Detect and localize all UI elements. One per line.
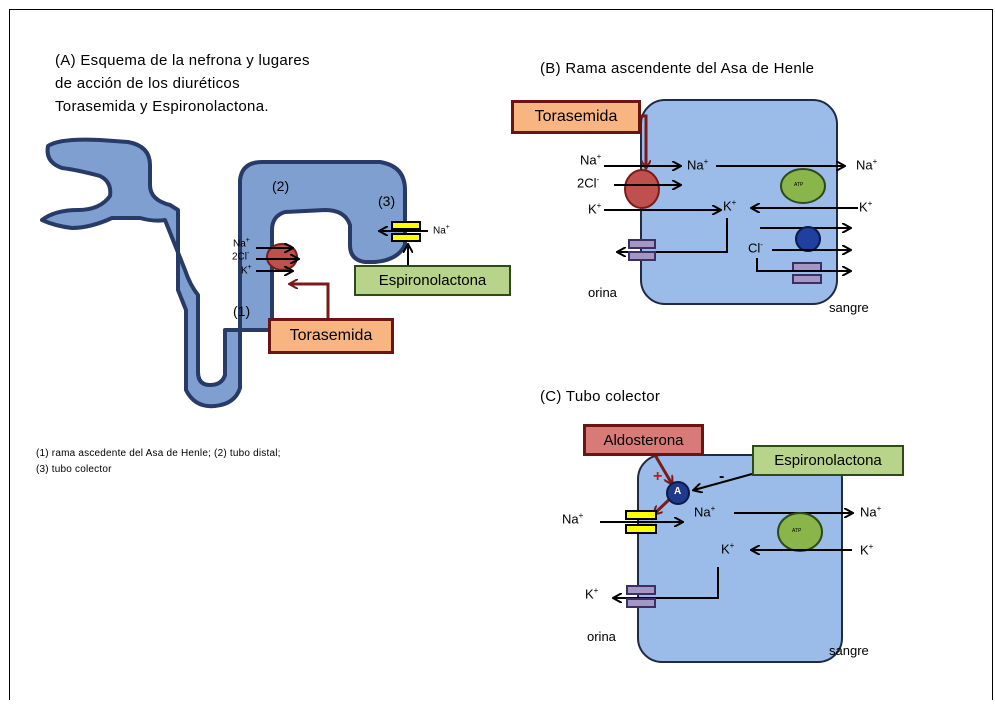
panel-a-torasemida-box: Torasemida bbox=[268, 318, 394, 354]
panel-c-na-left: Na+ bbox=[562, 511, 583, 526]
panel-a-ion-na-channel: Na+ bbox=[433, 224, 450, 236]
panel-b-na-inside: Na+ bbox=[687, 157, 708, 172]
panel-b-k-left: K+ bbox=[588, 201, 601, 216]
panel-b-nkcc-cotransporter bbox=[625, 170, 659, 208]
panel-c-minus-sign: - bbox=[719, 468, 724, 486]
panel-a-torasemida-pointer bbox=[290, 284, 328, 318]
panel-c-k-left: K+ bbox=[585, 586, 598, 601]
panel-b-k-inside: K+ bbox=[723, 198, 736, 213]
panel-c-aldosterona-box: Aldosterona bbox=[583, 424, 704, 456]
panel-c-na-right: Na+ bbox=[860, 504, 881, 519]
panel-c-enac-channel-bottom bbox=[626, 525, 656, 533]
panel-b-na-left: Na+ bbox=[580, 152, 601, 167]
panel-c-orina: orina bbox=[587, 629, 616, 644]
panel-a-ion-k: K+ bbox=[241, 264, 252, 276]
nephron-tubule bbox=[42, 140, 405, 407]
panel-c-espironolactona-box: Espironolactona bbox=[752, 445, 904, 476]
panel-c-k-right: K+ bbox=[860, 542, 873, 557]
panel-c-receptor-label: A bbox=[674, 486, 681, 497]
panel-a-enac-channel-bottom bbox=[392, 234, 420, 241]
panel-c-plus-sign: + bbox=[653, 468, 662, 486]
panel-a-label-3: (3) bbox=[378, 193, 395, 209]
panel-a-label-1: (1) bbox=[233, 303, 250, 319]
nephron bbox=[42, 140, 405, 407]
panel-c-na-inside: Na+ bbox=[694, 504, 715, 519]
panel-c-k-inside: K+ bbox=[721, 541, 734, 556]
panel-c-enac-channel-top bbox=[626, 511, 656, 519]
panel-c-atp-label: ATP bbox=[792, 528, 801, 534]
panel-b-basolateral-channel-top bbox=[793, 263, 821, 271]
panel-b-cl-left: 2Cl- bbox=[577, 175, 599, 190]
panel-b-torasemida-box: Torasemida bbox=[511, 100, 641, 134]
panel-a-ion-2cl: 2Cl- bbox=[232, 250, 249, 262]
panel-c-sangre: sangre bbox=[829, 643, 869, 658]
panel-b-sangre: sangre bbox=[829, 300, 869, 315]
panel-c-romk-channel-bottom bbox=[627, 599, 655, 607]
panel-c-romk-channel-top bbox=[627, 586, 655, 594]
panel-b-cl-channel bbox=[796, 227, 820, 251]
panel-b-na-right: Na+ bbox=[856, 157, 877, 172]
panel-a-ion-na: Na+ bbox=[233, 237, 250, 249]
panel-b-romk-channel-top bbox=[629, 240, 655, 248]
panel-b-romk-channel-bottom bbox=[629, 252, 655, 260]
panel-a-enac-channel-top bbox=[392, 222, 420, 229]
panel-a-espironolactona-box: Espironolactona bbox=[354, 265, 511, 296]
panel-b-orina: orina bbox=[588, 285, 617, 300]
panel-a-label-2: (2) bbox=[272, 178, 289, 194]
panel-b-basolateral-channel-bottom bbox=[793, 275, 821, 283]
panel-b-atp-label: ATP bbox=[794, 182, 803, 188]
panel-b-k-right: K+ bbox=[859, 199, 872, 214]
panel-b-cl-inside: Cl- bbox=[748, 240, 763, 255]
